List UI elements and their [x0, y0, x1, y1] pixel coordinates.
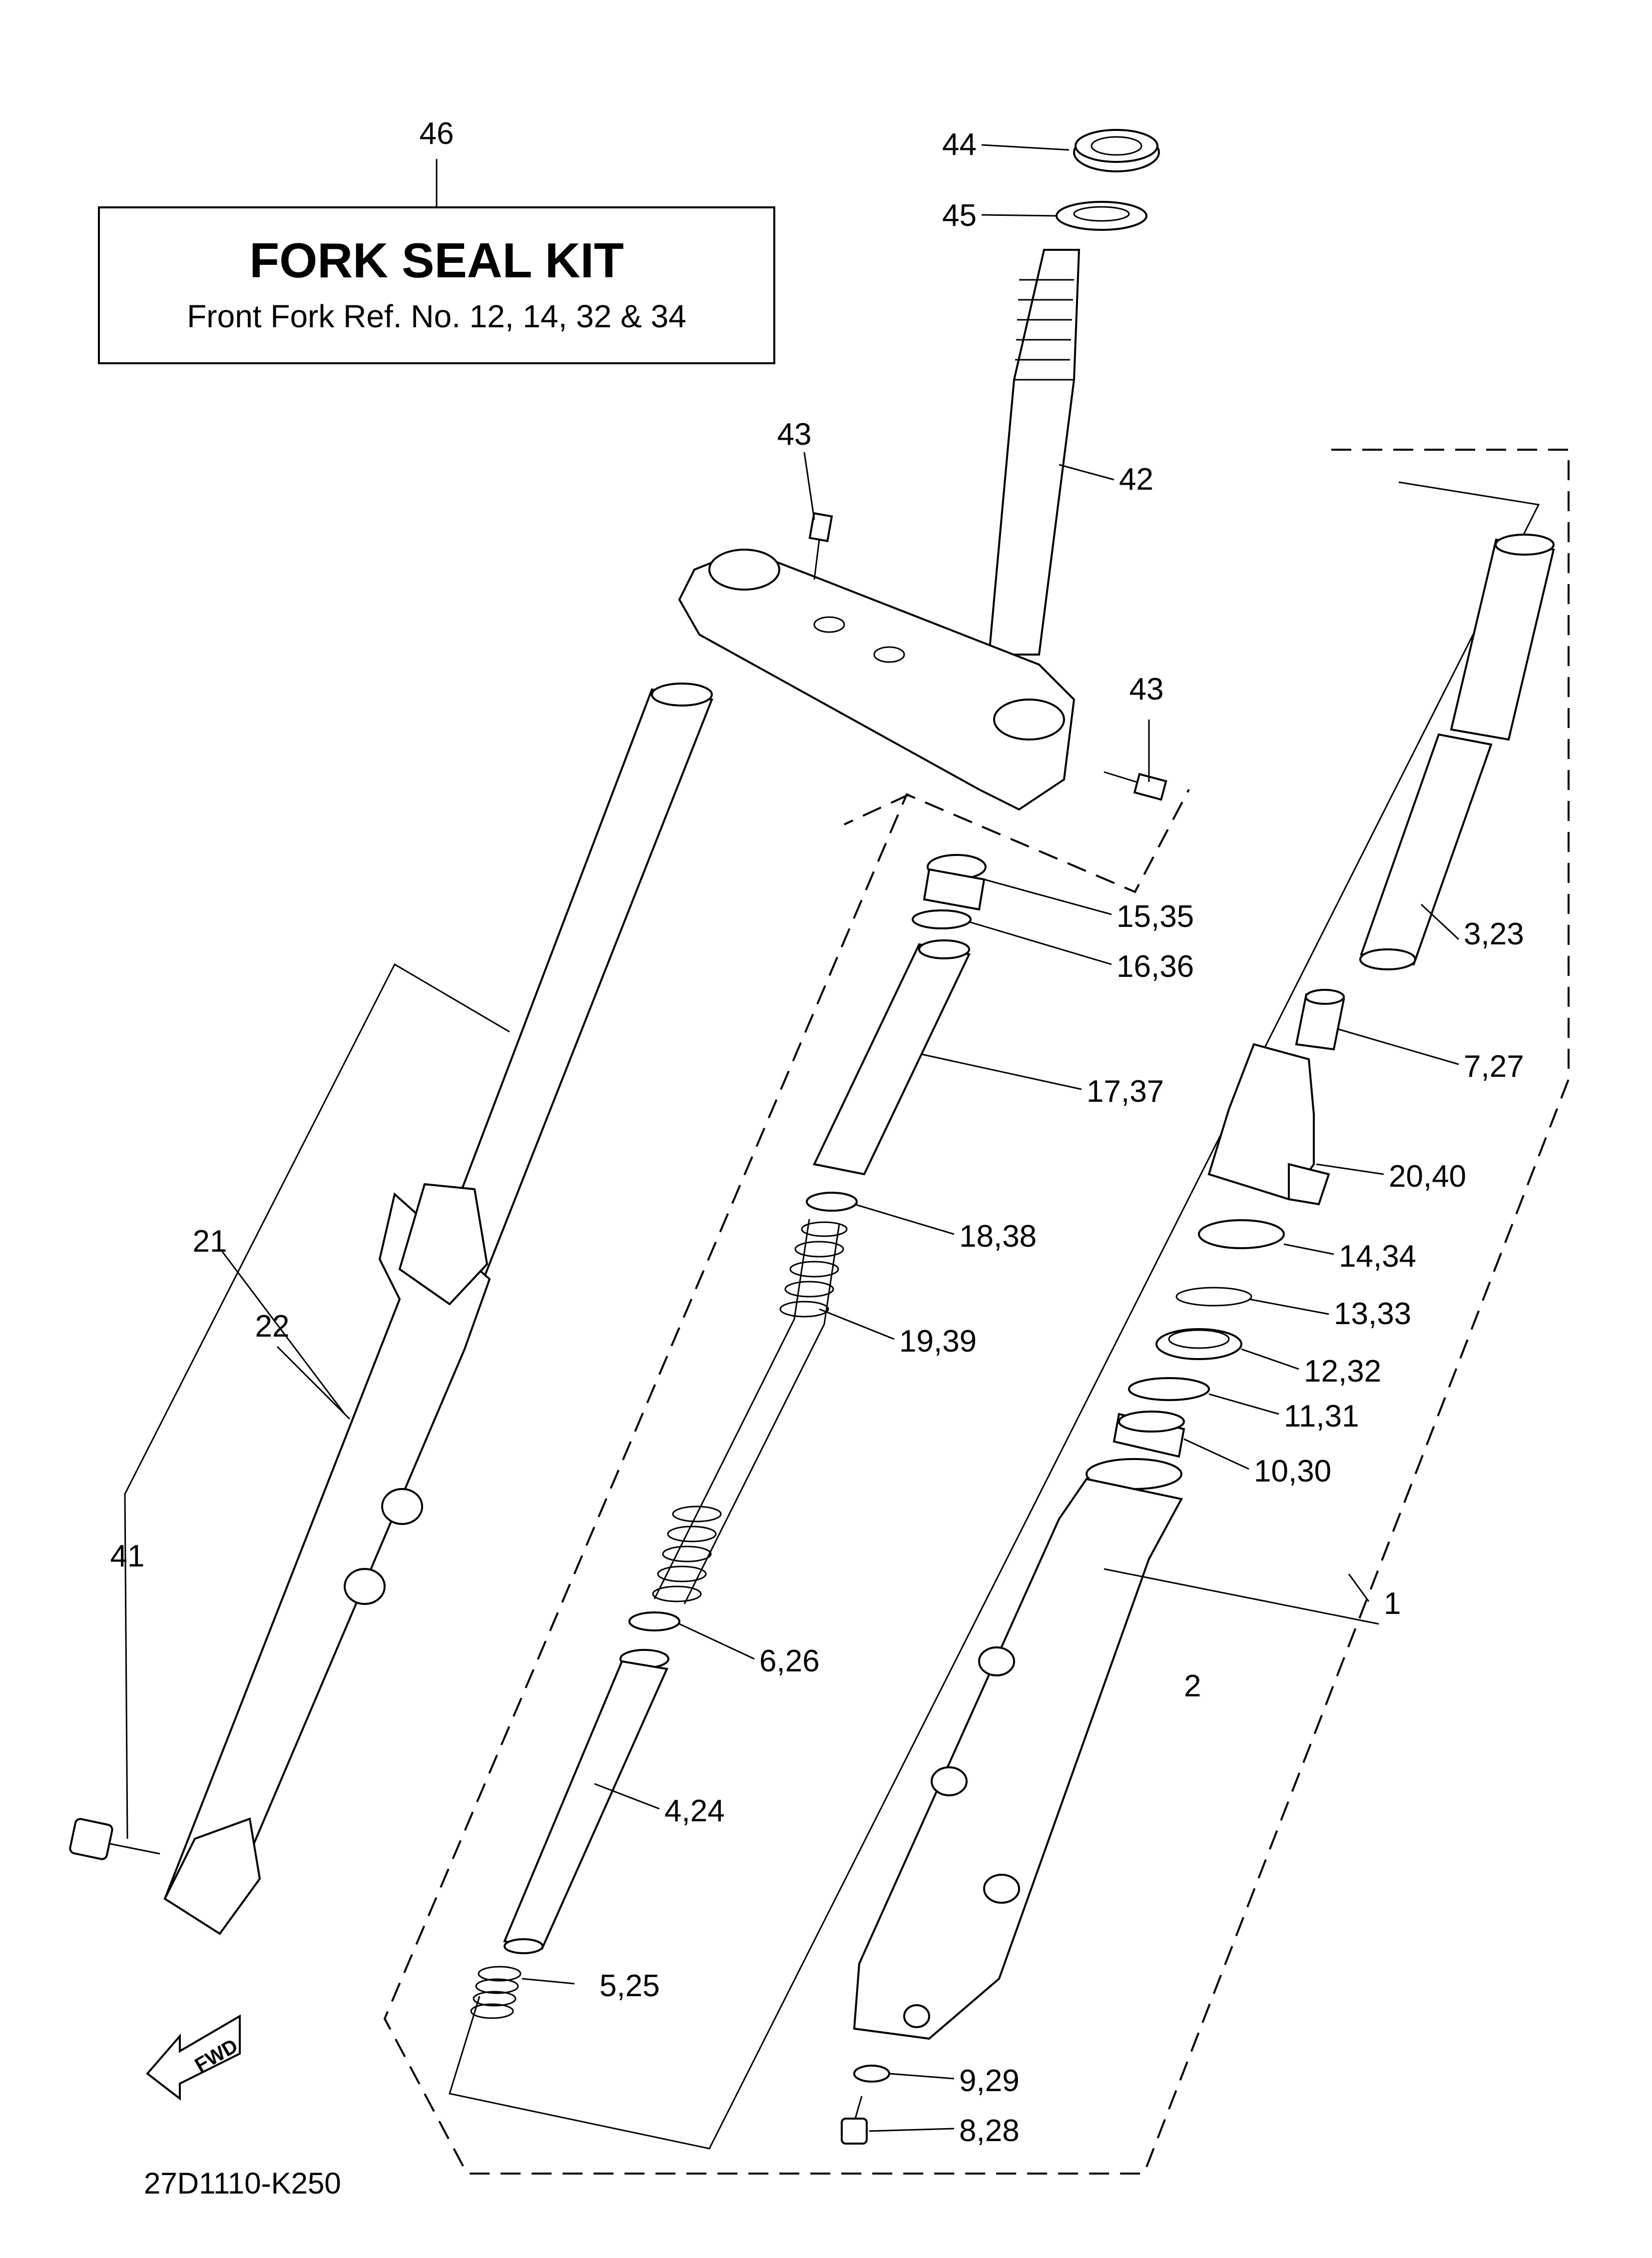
- callout-13-33: 13,33: [1334, 1297, 1411, 1331]
- callout-20-40: 20,40: [1389, 1159, 1466, 1194]
- callout-1: 1: [1384, 1586, 1401, 1621]
- left-outer-tube: [163, 1192, 491, 1925]
- callout-42: 42: [1119, 462, 1153, 497]
- drain-bolt-part: [841, 2096, 868, 2145]
- kit-subtitle: Front Fork Ref. No. 12, 14, 32 & 34: [187, 298, 686, 334]
- rebound-spring-part: [470, 1966, 522, 2019]
- fork-spring-part: [652, 1219, 848, 1604]
- left-fork-assembly: [69, 683, 713, 1935]
- damper-rod-upper-part: [1359, 534, 1555, 970]
- callout-46: 46: [420, 116, 454, 151]
- callout-6-26: 6,26: [759, 1644, 820, 1678]
- callout-43-upper: 43: [777, 417, 812, 452]
- outer-tube-part: [853, 1458, 1183, 2040]
- callout-14-34: 14,34: [1339, 1239, 1416, 1274]
- steering-stem-part: [988, 249, 1081, 656]
- callout-5-25: 5,25: [599, 1969, 660, 2003]
- inner-assembly-outline: [844, 793, 910, 825]
- spring-seat-part: [806, 1192, 858, 1212]
- dust-seal-part: [1198, 1219, 1285, 1249]
- callout-2: 2: [1184, 1669, 1201, 1703]
- piston-ring-part: [628, 1611, 680, 1631]
- outer-assembly-outline: [383, 449, 1570, 2175]
- callout-9-29: 9,29: [959, 2064, 1020, 2098]
- gasket-part: [853, 2065, 890, 2083]
- seal-washer-part: [1128, 1377, 1210, 1401]
- callout-19-39: 19,39: [899, 1324, 977, 1359]
- inner-group-bracket: [449, 481, 1540, 2150]
- callout-22: 22: [255, 1309, 290, 1344]
- diagram-code: 27D1110-K250: [144, 2167, 341, 2200]
- callout-11-31: 11,31: [1284, 1399, 1359, 1434]
- bolt-43-upper: [808, 512, 833, 580]
- oil-seal-part: [1155, 1328, 1242, 1360]
- kit-title: FORK SEAL KIT: [249, 233, 624, 288]
- callout-12-32: 12,32: [1304, 1354, 1381, 1389]
- cap-bolt-part: [923, 854, 987, 911]
- callout-16-36: 16,36: [1116, 949, 1194, 984]
- o-ring-part: [912, 909, 972, 929]
- fork-protector-part: [1207, 1043, 1330, 1206]
- callout-44: 44: [942, 127, 977, 162]
- callout-15-35: 15,35: [1116, 899, 1194, 934]
- fork-seal-kit-box: 46 FORK SEAL KIT Front Fork Ref. No. 12,…: [98, 116, 775, 364]
- collar-part: [1295, 989, 1345, 1051]
- callout-43-lower: 43: [1129, 672, 1164, 707]
- callout-18-38: 18,38: [959, 1219, 1037, 1254]
- callout-8-28: 8,28: [959, 2114, 1020, 2148]
- leader-lines: [124, 144, 1460, 2132]
- under-bracket-part: [678, 548, 1076, 811]
- spacer-part: [813, 939, 971, 1176]
- left-fork-boss: [398, 1183, 489, 1306]
- steering-nut-part: [1073, 129, 1160, 172]
- bolt-43-lower: [1103, 771, 1167, 801]
- callout-17-37: 17,37: [1087, 1074, 1164, 1109]
- washer-part: [1056, 201, 1147, 231]
- callout-41: 41: [110, 1539, 145, 1573]
- callout-4-24: 4,24: [664, 1794, 725, 1828]
- callout-21: 21: [193, 1224, 227, 1259]
- assembly-outlines: [383, 449, 1570, 2175]
- slide-metal-part: [1112, 1411, 1185, 1458]
- clip-part: [1175, 1287, 1252, 1307]
- callout-10-30: 10,30: [1254, 1454, 1331, 1489]
- callout-labels: 44 45 43 42 43 15,35 16,36 3,23 17,37 7,…: [110, 127, 1524, 2148]
- callout-45: 45: [942, 198, 977, 233]
- callout-7-27: 7,27: [1464, 1049, 1524, 1084]
- callout-3-23: 3,23: [1464, 917, 1524, 951]
- forward-arrow-icon: FWD: [146, 2014, 242, 2101]
- damper-rod-part: [503, 1649, 669, 1954]
